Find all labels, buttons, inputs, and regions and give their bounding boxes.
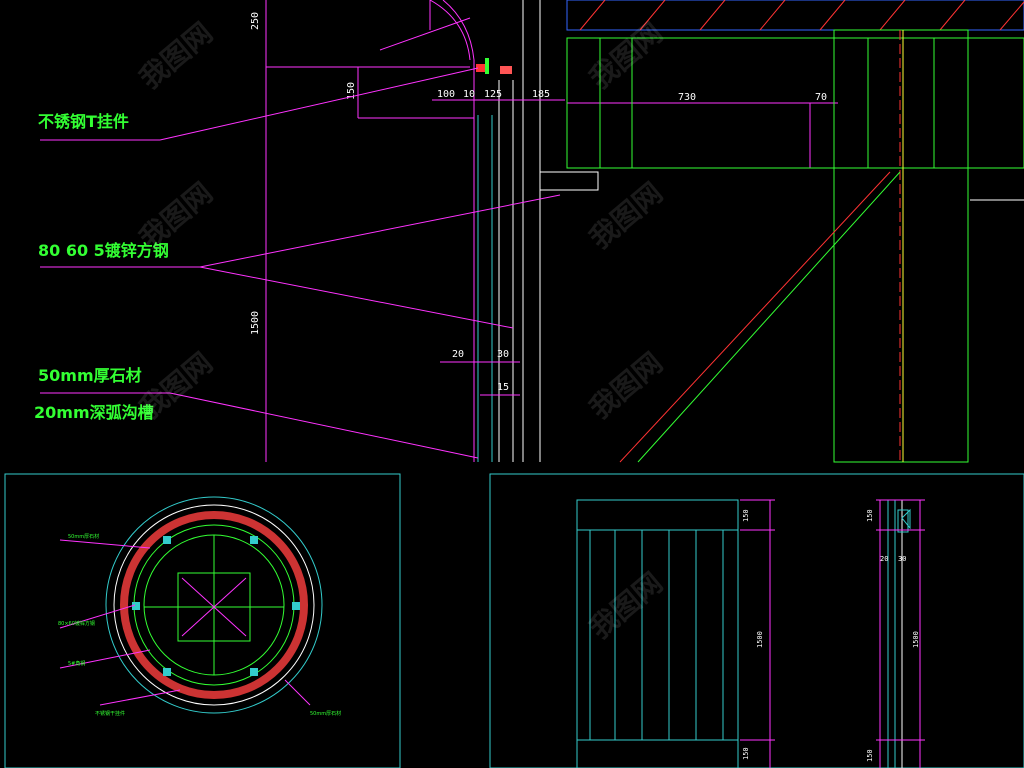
brace-line-1 (619, 171, 891, 463)
leader-stone (169, 392, 479, 459)
watermark: 我图网 (133, 16, 219, 95)
column-core (867, 37, 935, 169)
dim-15: 15 (497, 382, 509, 393)
elevation-frame (489, 473, 1024, 768)
elevation-dim-lines (740, 499, 775, 768)
leader-steel-2 (199, 266, 514, 329)
column-outline (833, 29, 969, 463)
note-groove: 20mm深弧沟槽 (34, 403, 154, 422)
dim-1500: 1500 (250, 311, 261, 335)
leader-top (379, 17, 471, 51)
note-steel-tube: 80 60 5镀锌方钢 (38, 241, 169, 260)
dim-100: 100 (437, 89, 455, 100)
watermark: 我图网 (583, 176, 669, 255)
dim-185: 185 (532, 89, 550, 100)
dim-30: 30 (497, 349, 509, 360)
hanger-bolt-icon (485, 58, 489, 74)
dim-250: 250 (250, 12, 261, 30)
brace-line-2 (637, 171, 901, 463)
side-dim-bottom: 150 (866, 749, 874, 762)
plan-leaders (59, 539, 311, 706)
slab-hatch-area (566, 0, 1024, 31)
side-dim-top: 150 (866, 509, 874, 522)
watermark: 我图网 (583, 16, 669, 95)
side-dim-b: 30 (898, 555, 906, 563)
section-detail: 250 150 1500 100 10 125 185 730 70 20 30… (34, 0, 1024, 463)
leader-t-hanger (159, 67, 479, 141)
plan-view: 50mm厚石材 80×60镀锌方钢 5#角钢 不锈钢干挂件 50mm厚石材 (4, 473, 401, 768)
watermark: 我图网 (133, 176, 219, 255)
dim-10: 10 (463, 89, 475, 100)
watermark: 我图网 (133, 346, 219, 425)
side-dim-height: 1500 (912, 631, 920, 648)
plan-label-2: 5#角钢 (68, 660, 85, 667)
watermark: 我图网 (583, 566, 669, 645)
side-dim-a: 20 (880, 555, 888, 563)
side-hanger (897, 509, 909, 533)
plan-label-0: 50mm厚石材 (68, 533, 99, 540)
dim-730: 730 (678, 92, 696, 103)
t-hanger-icon (476, 64, 486, 72)
dim-125: 125 (484, 89, 502, 100)
side-dim-lines (876, 499, 925, 768)
stone-ring-hatch (120, 511, 308, 699)
bracket-plate (539, 171, 599, 191)
dim-20: 20 (452, 349, 464, 360)
note-stone: 50mm厚石材 (38, 366, 142, 385)
anchor-plate-icon (500, 66, 512, 74)
stone-arc-inner (442, 0, 475, 61)
slab-hatch (579, 0, 1024, 31)
elev-dim-top: 150 (742, 509, 750, 522)
panel-grooves (589, 530, 724, 740)
diag (181, 577, 247, 637)
watermark: 我图网 (583, 346, 669, 425)
stone-panel (576, 499, 739, 768)
beam-outline (566, 37, 1024, 169)
dim-70: 70 (815, 92, 827, 103)
anchor-icons (132, 536, 300, 676)
note-t-hanger: 不锈钢T挂件 (38, 112, 129, 131)
elevation-view: 150 1500 150 150 20 30 1500 150 (489, 473, 1024, 768)
dim-150: 150 (346, 82, 357, 100)
stone-outer-ring (113, 504, 315, 706)
stone-arc-outer (429, 0, 471, 61)
plan-label-1: 80×60镀锌方钢 (58, 620, 95, 627)
outer-circle (105, 496, 323, 714)
leader-steel-1 (199, 194, 561, 268)
side-hanger-icon (901, 508, 911, 530)
plan-label-5: 50mm厚石材 (310, 710, 341, 717)
plan-label-3: 不锈钢干挂件 (95, 710, 125, 717)
plan-frame (4, 473, 401, 768)
elev-dim-height: 1500 (756, 631, 764, 648)
elev-dim-bottom: 150 (742, 747, 750, 760)
